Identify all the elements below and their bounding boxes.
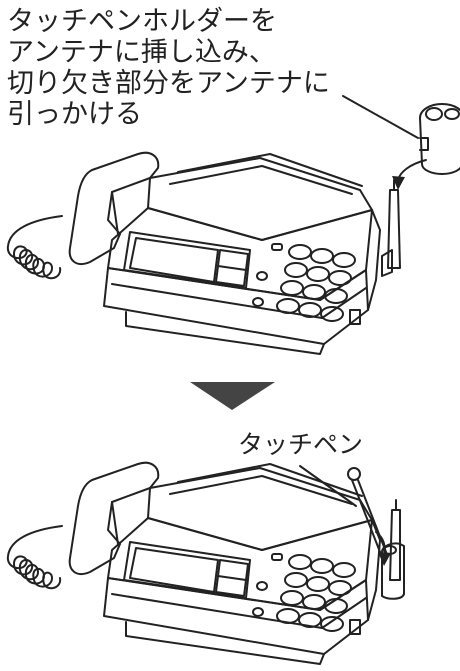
fax-machine-icon bbox=[6, 151, 401, 355]
instruction-line-1: タッチペンホルダーを bbox=[7, 6, 277, 37]
instruction-line-3: 切り欠き部分をアンテナに bbox=[7, 68, 330, 99]
insert-arrow-head bbox=[392, 176, 405, 190]
down-triangle-arrow-icon bbox=[190, 382, 275, 410]
instruction-text: タッチペンホルダーを アンテナに挿し込み、 切り欠き部分をアンテナに 引っかける bbox=[7, 6, 347, 130]
callout-leader-line bbox=[342, 95, 419, 139]
touch-pen-holder-icon bbox=[419, 103, 460, 175]
fax-machine-with-pen-icon bbox=[6, 461, 405, 665]
touch-pen-label: タッチペン bbox=[238, 430, 364, 459]
pen-leader-line bbox=[299, 465, 357, 507]
placement-arrow-head bbox=[378, 552, 391, 566]
instruction-line-2: アンテナに挿し込み、 bbox=[7, 37, 276, 68]
instruction-line-4: 引っかける bbox=[7, 99, 142, 130]
